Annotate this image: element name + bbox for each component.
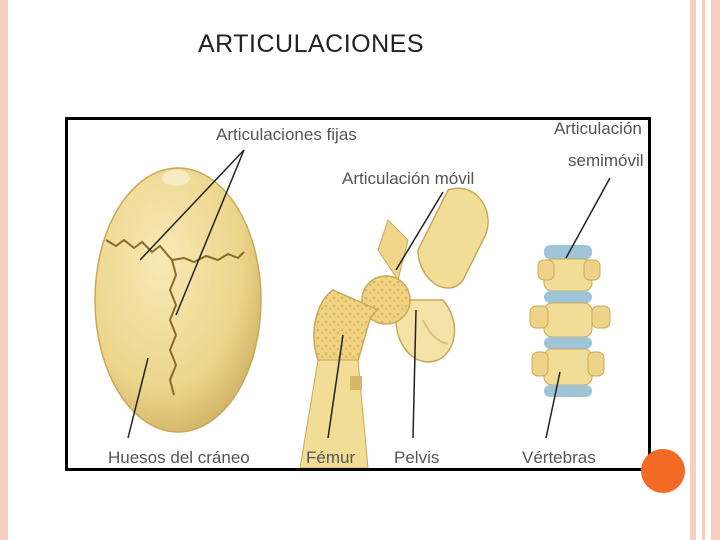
label-femur: Fémur: [306, 448, 355, 467]
skull-drawing: [94, 167, 262, 433]
label-semimovable-joint-line1: Articulación: [554, 120, 642, 138]
label-semimovable-joint-line2: semimóvil: [568, 151, 644, 170]
spine-drawing: [529, 245, 611, 397]
label-fixed-joints: Articulaciones fijas: [216, 125, 357, 144]
label-movable-joint: Articulación móvil: [342, 169, 474, 188]
left-border-stripe: [0, 0, 8, 540]
right-border-stripe: [702, 0, 705, 540]
joints-illustration: Articulaciones fijas Articulación móvil …: [94, 120, 644, 468]
label-skull-bones: Huesos del cráneo: [108, 448, 250, 467]
hip-drawing: [299, 187, 489, 468]
label-pelvis: Pelvis: [394, 448, 439, 467]
decorative-orange-circle: [641, 449, 685, 493]
joints-diagram: Articulaciones fijas Articulación móvil …: [65, 117, 651, 471]
label-vertebrae: Vértebras: [522, 448, 596, 467]
leader-lines: [127, 149, 611, 439]
right-border-stripe: [711, 0, 720, 540]
right-border-stripe: [690, 0, 696, 540]
slide-title: ARTICULACIONES: [198, 30, 425, 58]
